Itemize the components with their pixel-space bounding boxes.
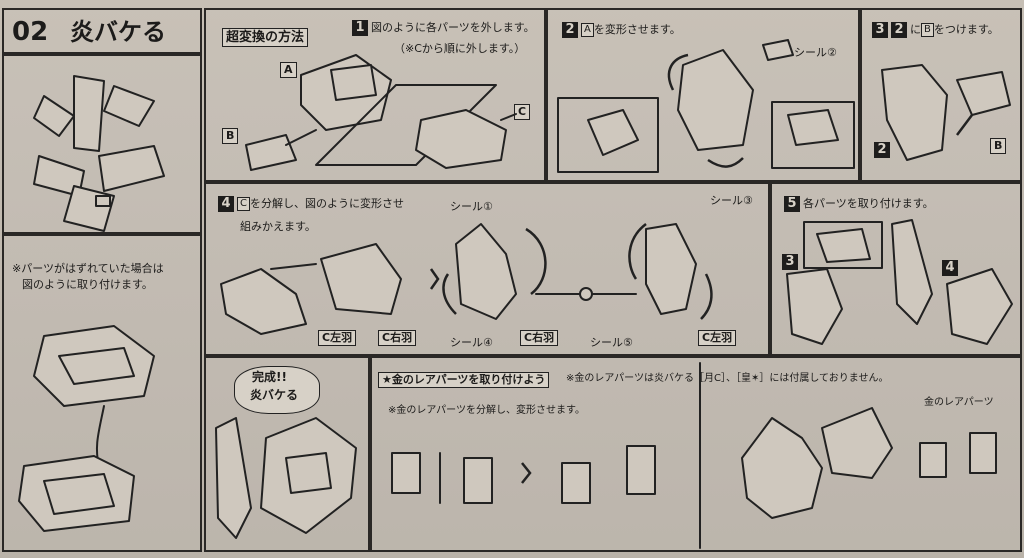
part-label-a: A bbox=[280, 62, 297, 78]
step-5-number: 5 bbox=[784, 196, 800, 212]
kanji-model-illustration bbox=[33, 75, 165, 232]
model-title: 炎バケる bbox=[70, 18, 166, 46]
method-illustration bbox=[245, 54, 517, 171]
step-2-illustration bbox=[557, 39, 855, 173]
step-3-illustration bbox=[881, 64, 1011, 161]
step-5-label-3: 3 bbox=[782, 254, 798, 270]
step-5-illustration bbox=[786, 219, 1013, 345]
step-1-number: 1 bbox=[352, 20, 368, 36]
note-line-1: ※パーツがはずれていた場合は bbox=[12, 262, 164, 275]
part-label-c: C bbox=[514, 104, 531, 120]
right-wing-label: C右羽 bbox=[378, 330, 417, 346]
complete-panel: 完成!! 炎バケる bbox=[204, 356, 370, 552]
step-3-part-box: B bbox=[921, 23, 934, 37]
complete-line-2: 炎バケる bbox=[250, 388, 299, 402]
step-3-ref-2: 2 bbox=[891, 22, 907, 38]
note-line-2: 図のように取り付けます。 bbox=[22, 278, 153, 291]
method-title: 超変換の方法 bbox=[222, 28, 309, 47]
reattach-illustration bbox=[18, 325, 155, 532]
step-4-part-box: C bbox=[237, 197, 250, 211]
step-2-part-box: A bbox=[581, 23, 594, 37]
step-2-number: 2 bbox=[562, 22, 578, 38]
step-3-number: 3 bbox=[872, 22, 888, 38]
complete-line-1: 完成!! bbox=[252, 370, 287, 384]
seal-5-label: シール⑤ bbox=[590, 336, 633, 349]
step-3-label-b: B bbox=[990, 138, 1007, 154]
seal-1-label: シール① bbox=[450, 200, 493, 213]
complete-burst bbox=[234, 366, 320, 414]
rare-parts-sub: ※金のレアパーツを分解し、変形させます。 bbox=[388, 405, 585, 416]
right-wing-label-b: C右羽 bbox=[520, 330, 559, 346]
rare-parts-callout: 金のレアパーツ bbox=[924, 397, 994, 408]
rare-parts-panel: ★金のレアパーツを取り付けよう ※金のレアパーツは炎バケる［月C］、［皇✶］には… bbox=[370, 356, 1022, 552]
header-panel: 02 炎バケる bbox=[2, 8, 202, 54]
rare-parts-note: ※金のレアパーツは炎バケる［月C］、［皇✶］には付属しておりません。 bbox=[566, 373, 889, 384]
step-5-label-4: 4 bbox=[942, 260, 958, 276]
rare-parts-illustration bbox=[391, 362, 997, 549]
step-2-seal-label: シール② bbox=[794, 46, 837, 59]
seal-4-label: シール④ bbox=[450, 336, 493, 349]
reattach-note-panel: ※パーツがはずれていた場合は 図のように取り付けます。 bbox=[2, 234, 202, 552]
step-1-subnote: （※Cから順に外します。） bbox=[394, 42, 526, 55]
part-label-b: B bbox=[222, 128, 239, 144]
step-4-instruction-2: 組みかえます。 bbox=[240, 220, 316, 233]
rare-parts-title: ★金のレアパーツを取り付けよう bbox=[378, 372, 550, 388]
model-number: 02 bbox=[12, 17, 49, 47]
left-wing-label: C左羽 bbox=[318, 330, 357, 346]
left-wing-label-b: C左羽 bbox=[698, 330, 737, 346]
step-3-label-2: 2 bbox=[874, 142, 890, 158]
complete-model-illustration bbox=[215, 417, 357, 539]
kanji-figure-panel bbox=[2, 54, 202, 234]
step-4-illustration bbox=[220, 223, 713, 335]
step-4-number: 4 bbox=[218, 196, 234, 212]
seal-3-label: シール③ bbox=[710, 194, 753, 207]
